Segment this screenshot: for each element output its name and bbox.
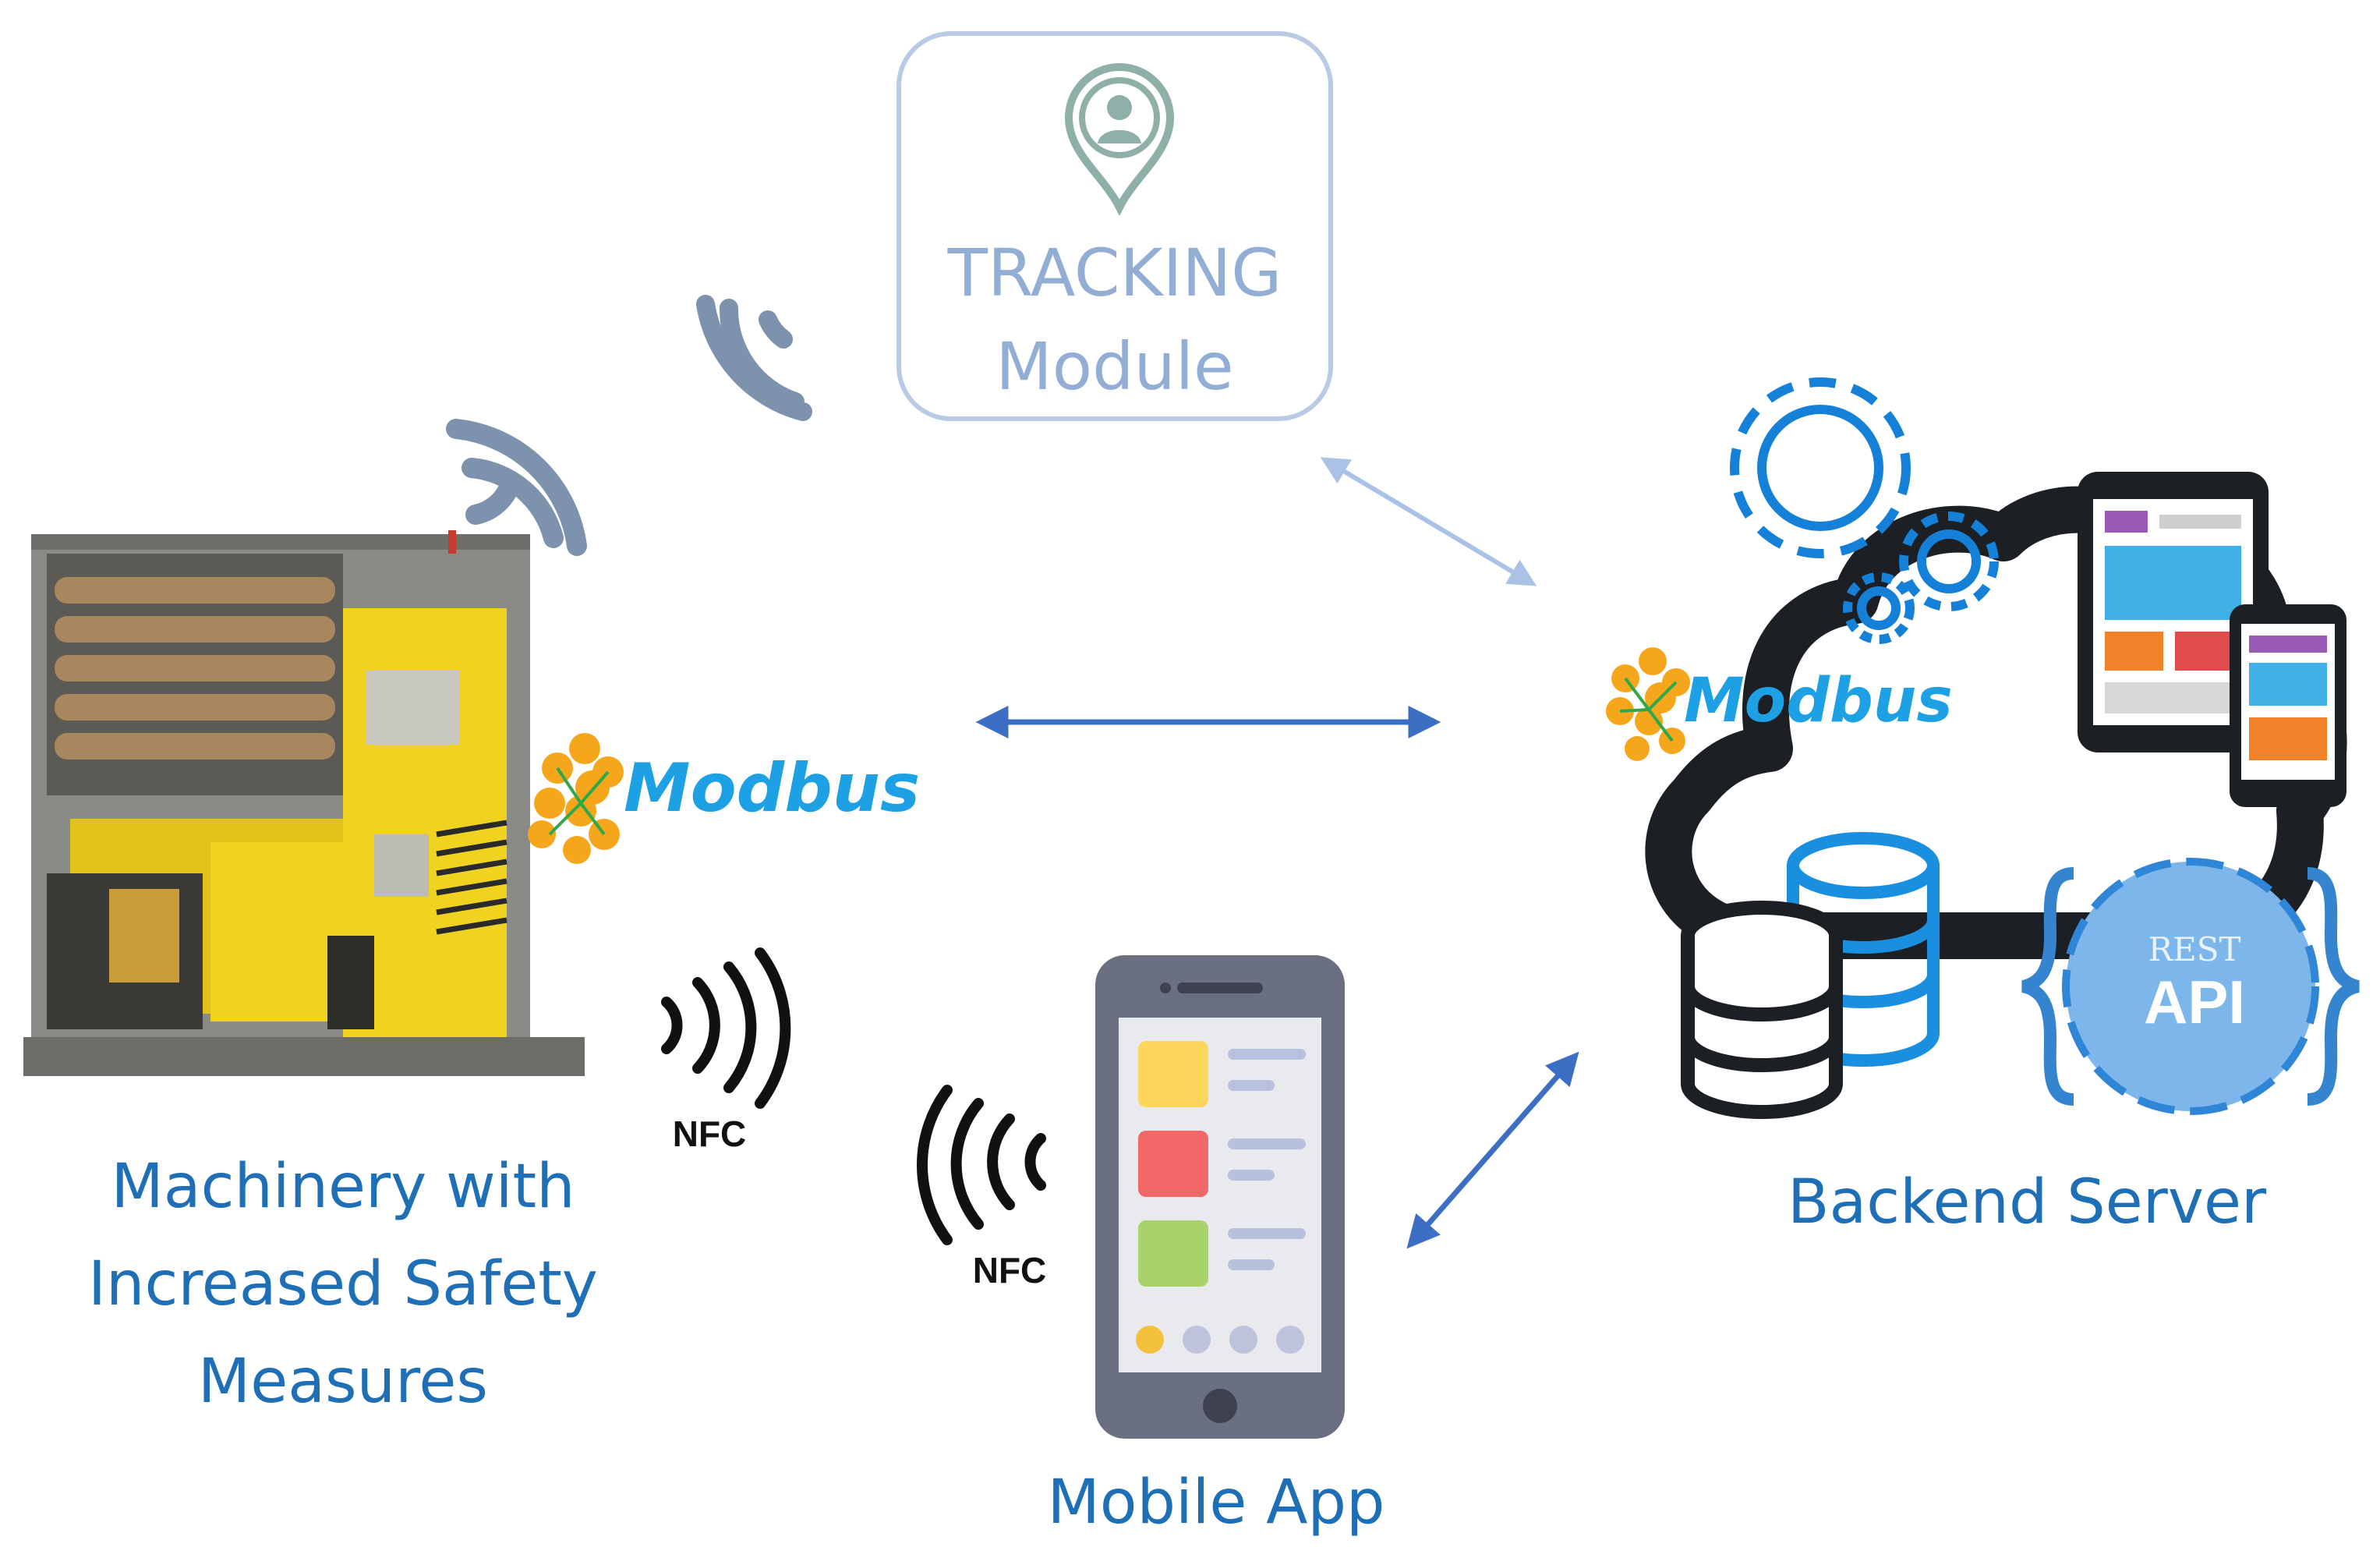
tracking-signal-icon (696, 295, 812, 421)
machinery-label-line2: Increased Safety (88, 1248, 598, 1319)
nfc-machine-label: NFC (673, 1114, 747, 1154)
tracking-subtitle: Module (995, 328, 1234, 405)
backend-server-label: Backend Server (1787, 1167, 2267, 1237)
location-pin-icon (1064, 63, 1175, 215)
machinery-label-line1: Machinery with (111, 1152, 575, 1222)
machinery-label: Machinery with Increased Safety Measures (31, 1138, 655, 1430)
modbus-left-text: Modbus (624, 749, 920, 827)
modbus-logo-left: Modbus (528, 733, 920, 864)
modbus-logo-right: Modbus (1606, 647, 1953, 761)
modbus-right-text: Modbus (1684, 666, 1953, 736)
arrow-tracking-backend (1320, 457, 1537, 586)
rest-label: REST (2148, 930, 2240, 968)
tracking-title: TRACKING (947, 235, 1282, 311)
nfc-phone-label: NFC (973, 1250, 1047, 1291)
tracking-module-box: TRACKING Module (896, 31, 1333, 421)
database-dark-icon (1681, 901, 1843, 1119)
backend-server-illustration: REST API Modbus (1606, 377, 2361, 1119)
tablet-icon (2078, 472, 2269, 752)
machinery-label-line3: Measures (197, 1346, 489, 1417)
machinery-image (23, 530, 585, 1076)
rest-api-icon: REST API (2021, 858, 2361, 1115)
gears-icon (1730, 377, 1999, 644)
machine-signal-icon (446, 419, 587, 556)
nfc-phone-icon (917, 1085, 1046, 1245)
api-label: API (2144, 968, 2245, 1036)
mobile-app-label: Mobile App (1047, 1468, 1385, 1538)
mobile-phone-icon (1095, 955, 1345, 1439)
arrow-mobile-backend (1406, 1051, 1579, 1249)
smartphone-icon (2230, 604, 2346, 807)
nfc-machine-icon (661, 947, 791, 1109)
